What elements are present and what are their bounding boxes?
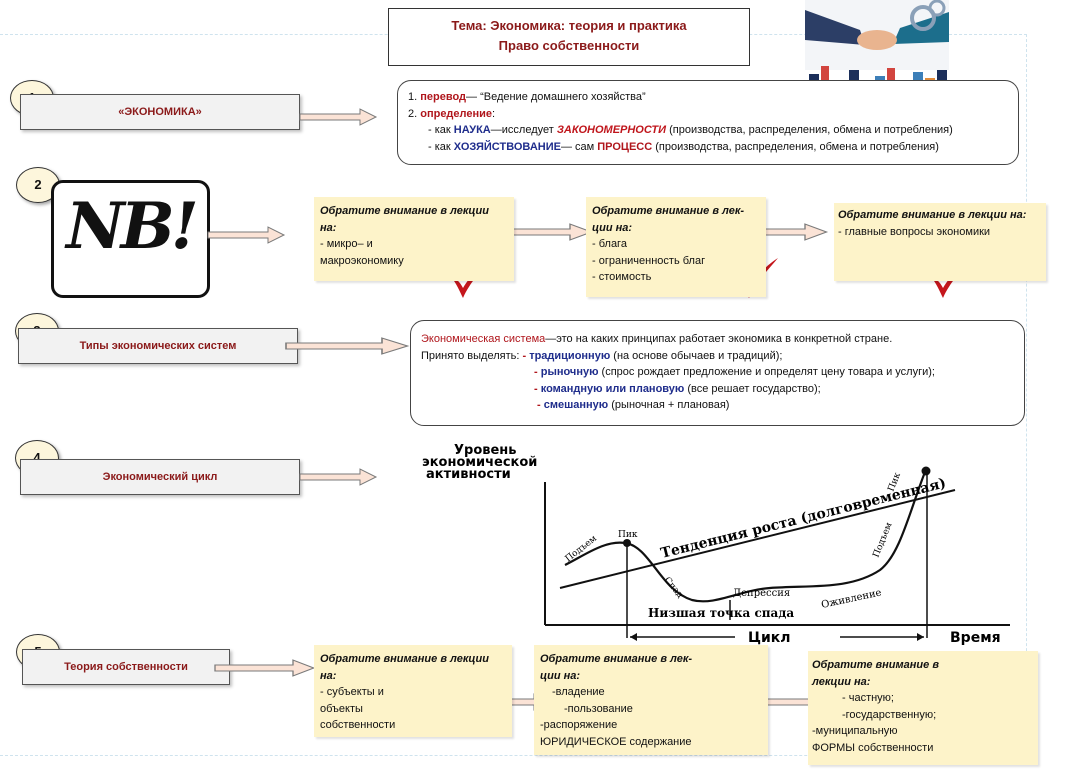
lecture-note-goods: Обратите внимание в лек-ции на: - блага … [586, 197, 766, 297]
lecture-note-property-forms: Обратите внимание в лекции на: - частную… [808, 651, 1038, 765]
arrow-cycle [299, 468, 377, 486]
topic-title-box: Тема: Экономика: теория и практика Право… [388, 8, 750, 66]
step-label-economic-systems: Типы экономических систем [18, 328, 298, 364]
def-line-definition: 2. определение: [408, 107, 496, 120]
cycle-ylabel-line3: активности [426, 467, 511, 482]
trend-label: Тенденция роста (долговременная) [659, 475, 948, 562]
nb-logo: NB! [51, 180, 210, 298]
systems-traditional: Принято выделять: - традиционную (на осн… [421, 349, 783, 362]
lecture-note-property-subjects: Обратите внимание в лекции на: - субъект… [314, 645, 512, 737]
step-label-property-theory: Теория собственности [22, 649, 230, 685]
lecture-note-ownership-rights: Обратите внимание в лек-ции на: -владени… [534, 645, 768, 755]
def-line-translation: 1. перевод— “Ведение домашнего хозяйства… [408, 91, 646, 103]
arrow-economy [299, 108, 377, 126]
arrow-property-note1 [214, 659, 315, 677]
decline-label: Спад [662, 576, 685, 601]
trough-label: Низшая точка спада [648, 606, 794, 620]
step-label-economic-cycle: Экономический цикл [20, 459, 300, 495]
cycle-ylabel-line2: экономической [422, 455, 537, 470]
step-label-economy: «ЭКОНОМИКА» [20, 94, 300, 130]
nb-logo-text: NB! [66, 189, 199, 264]
cycle-peak2-point [921, 466, 931, 476]
economic-cycle-diagram: Уровень экономической активности Цикл Вр… [422, 443, 1010, 645]
cycle-ylabel-line1: Уровень [454, 443, 517, 458]
cycle-label: Цикл [748, 630, 791, 645]
topic-subtitle: Право собственности [498, 38, 640, 53]
rise2-label: Подъем [872, 521, 895, 559]
revival-label: Оживление [820, 587, 882, 611]
depression-label: Депрессия [733, 588, 790, 599]
def-line-science: - как НАУКА—исследует ЗАКОНОМЕРНОСТИ (пр… [428, 124, 953, 136]
cycle-trend-line [559, 489, 956, 589]
systems-command: - командную или плановую (все решает гос… [534, 382, 821, 395]
arrow-systems [285, 337, 409, 355]
economy-definition-box: 1. перевод— “Ведение домашнего хозяйства… [397, 80, 1019, 165]
lecture-note-micro-macro: Обратите внимание в лекции на: - микро– … [314, 197, 514, 281]
systems-market: - рыночную (спрос рождает предложение и … [534, 366, 935, 378]
systems-definition: Экономическая система—это на каких принц… [421, 333, 893, 345]
arrow-nb-note1 [207, 226, 285, 244]
def-line-economy-activity: - как ХОЗЯЙСТВОВАНИЕ— сам ПРОЦЕСС (произ… [428, 140, 939, 153]
peak1-label: Пик [618, 530, 638, 540]
lecture-note-main-questions: Обратите внимание в лекции на: - главные… [834, 203, 1046, 281]
time-label: Время [950, 630, 1001, 645]
economic-systems-box: Экономическая система—это на каких принц… [410, 320, 1025, 426]
topic-title: Тема: Экономика: теория и практика [451, 18, 687, 33]
systems-mixed: - смешанную (рыночная + плановая) [537, 399, 730, 411]
